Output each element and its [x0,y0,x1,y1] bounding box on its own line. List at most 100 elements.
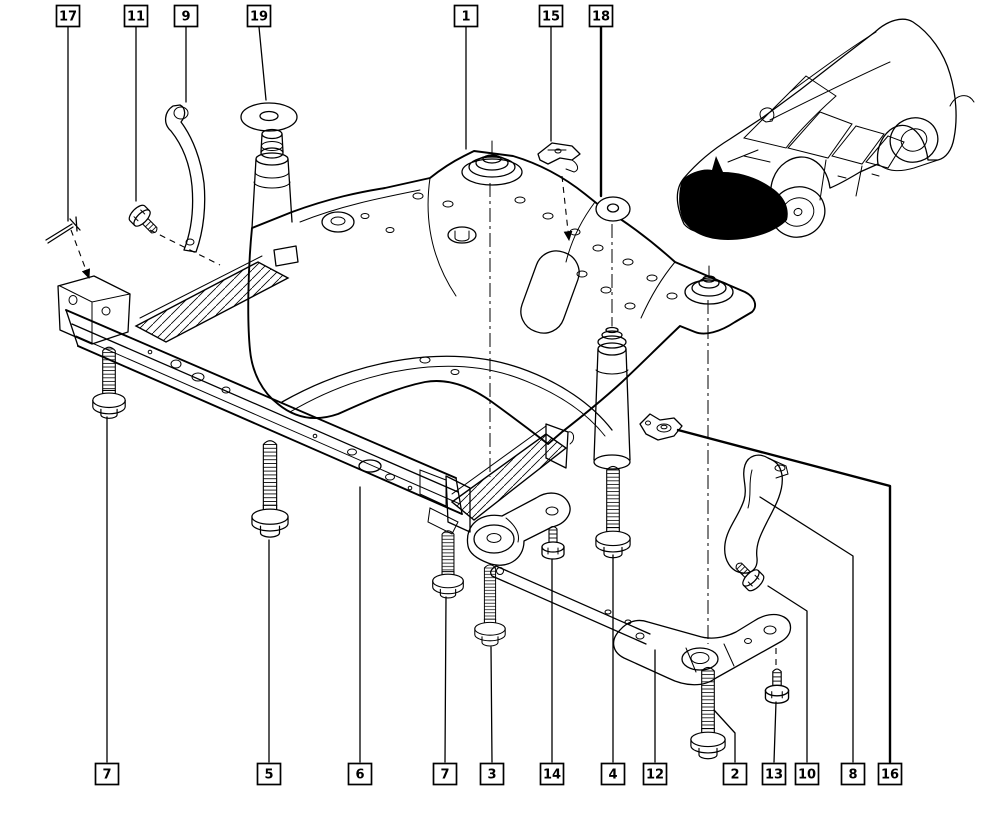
front-mount-boss [461,140,523,186]
car-rear-bumper-line [877,159,939,172]
bolt-4 [595,465,631,559]
callout-number: 12 [646,768,664,783]
callout-7[interactable]: 7 [94,416,120,786]
callout-number: 7 [102,768,111,783]
car-roof-line [789,31,877,93]
callout-1[interactable]: 1 [453,4,479,150]
callout-number: 7 [440,768,449,783]
callout-box[interactable] [479,762,505,786]
leader-line [258,26,267,101]
callout-16[interactable]: 16 [676,428,903,786]
callout-box[interactable] [55,4,81,28]
callout-number: 14 [543,768,561,783]
bolt-5 [251,440,289,538]
callout-7[interactable]: 7 [432,596,458,786]
washer-18 [595,196,631,222]
bolt-11 [125,201,164,240]
bolt-7-right [432,530,464,599]
centerlines [489,183,709,644]
vehicle-location-inset [676,18,975,240]
callout-box[interactable] [642,762,668,786]
callout-number: 2 [730,768,739,783]
leader-line [773,701,777,763]
callout-14[interactable]: 14 [539,558,565,786]
callout-3[interactable]: 3 [479,646,505,786]
callout-box[interactable] [600,762,626,786]
callout-number: 13 [765,768,783,783]
callout-6[interactable]: 6 [347,486,373,786]
callout-box[interactable] [794,762,820,786]
callout-5[interactable]: 5 [256,539,282,786]
callout-number: 17 [59,10,77,25]
leader-line [444,596,447,763]
callout-number: 6 [355,768,364,783]
left-channel-beam [134,255,290,343]
car-far-wheel-arch [949,95,975,107]
callout-9[interactable]: 9 [173,4,199,103]
callout-box[interactable] [123,4,149,28]
callout-box[interactable] [588,4,614,28]
callout-box[interactable] [453,4,479,28]
callout-box[interactable] [256,762,282,786]
callout-box[interactable] [94,762,120,786]
callout-box[interactable] [722,762,748,786]
callout-number: 9 [181,10,190,25]
corner-bracket [57,275,131,345]
rear-right-mount-boss [684,265,734,305]
locating-pin-17 [45,216,81,244]
callout-box[interactable] [173,4,199,28]
callout-box[interactable] [539,762,565,786]
bolt-14 [541,525,565,560]
callout-number: 10 [798,768,816,783]
callout-box[interactable] [347,762,373,786]
bolt-7-left [92,346,126,419]
callout-12[interactable]: 12 [642,649,668,786]
callout-17[interactable]: 17 [55,4,81,222]
callout-15[interactable]: 15 [538,4,564,142]
callout-box[interactable] [432,762,458,786]
callout-number: 15 [542,10,560,25]
rear-mount-tower [593,317,631,470]
callout-number: 16 [881,768,899,783]
screw-10 [729,556,768,595]
callout-box[interactable] [246,4,272,28]
strap-bracket-9 [164,104,206,253]
right-channel-beam [450,423,575,521]
leader-line [713,709,736,763]
callout-8[interactable]: 8 [759,496,866,786]
bolt-2 [690,666,726,760]
callout-10[interactable]: 10 [767,585,820,786]
callout-box[interactable] [877,762,903,786]
callout-number: 11 [127,10,145,25]
leader-line [490,646,493,763]
subframe-cradle-1 [247,140,757,445]
leader-line [676,428,892,764]
callout-number: 4 [608,768,617,783]
bolt-13 [764,668,790,704]
clip-16 [639,413,683,441]
callout-2[interactable]: 2 [713,709,748,786]
callout-number: 1 [461,10,470,25]
car-mirror [759,107,775,123]
subframe-location-highlight [679,156,788,240]
tie-bar-12 [490,565,651,645]
bolt-3 [474,564,506,647]
callout-box[interactable] [761,762,787,786]
callout-13[interactable]: 13 [761,701,787,786]
callout-number: 5 [264,768,273,783]
callout-18[interactable]: 18 [588,4,614,198]
strap-bracket-8 [724,454,789,574]
callout-box[interactable] [538,4,564,28]
callout-box[interactable] [840,762,866,786]
leader-line [759,496,854,763]
car-side-windows [787,111,905,169]
callout-number: 3 [487,768,496,783]
subframe-holes [360,192,678,375]
callout-19[interactable]: 19 [246,4,272,101]
callout-4[interactable]: 4 [600,554,626,786]
callout-11[interactable]: 11 [123,4,149,202]
stay-plate-14 [466,492,571,566]
clip-15 [537,142,581,173]
